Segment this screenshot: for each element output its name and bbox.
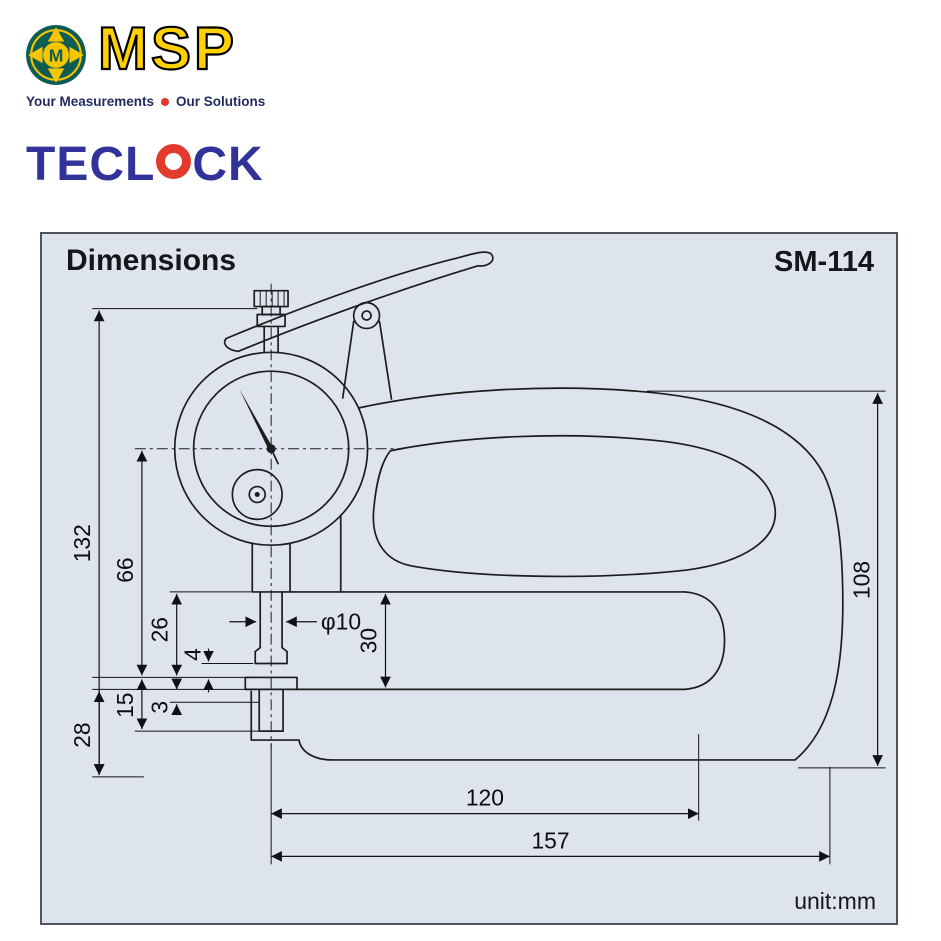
msp-tagline-right: Our Solutions <box>176 94 266 109</box>
dim-contact-diameter-label: φ10 <box>321 609 361 635</box>
model-number: SM-114 <box>774 246 874 278</box>
teclock-o-ring-icon <box>156 143 192 179</box>
dimensions-panel: 132 66 26 4 15 3 28 φ10 30 108 120 157 D… <box>40 232 898 925</box>
panel-title: Dimensions <box>66 244 237 277</box>
dim-stroke-gap-label: 4 <box>180 648 206 661</box>
msp-tagline-left: Your Measurements <box>26 94 155 109</box>
extension-lines <box>92 308 886 865</box>
msp-target-icon: M <box>26 25 86 85</box>
dim-throat-depth-label: 120 <box>466 785 504 811</box>
unit-label: unit:mm <box>794 888 876 914</box>
msp-wordmark: MSP <box>97 14 238 83</box>
msp-logo: M MSP Your Measurements Our Solutions <box>22 14 292 115</box>
dim-center-to-anvil-label: 66 <box>112 557 138 582</box>
dim-anvil-height-label: 15 <box>112 693 138 718</box>
dim-frame-height-label: 108 <box>849 561 875 599</box>
tagline-separator-dot <box>161 97 170 106</box>
dim-base-to-bottom-label: 28 <box>69 722 95 747</box>
teclock-word-end: CK <box>192 137 264 191</box>
teclock-logo: TECL CK <box>26 137 264 191</box>
technical-drawing: 132 66 26 4 15 3 28 φ10 30 108 120 157 <box>69 251 886 865</box>
dim-throat-opening-label: 30 <box>356 628 382 653</box>
teclock-word-start: TECL <box>26 137 156 191</box>
dim-upper-face-to-anvil-label: 26 <box>147 617 173 642</box>
msp-monogram: M <box>49 46 64 66</box>
dimension-labels: 132 66 26 4 15 3 28 φ10 30 108 120 157 <box>69 524 874 853</box>
dim-overall-length-label: 157 <box>531 827 569 853</box>
dimension-lines <box>93 310 883 862</box>
dim-plate-thickness-label: 3 <box>147 701 173 714</box>
msp-tagline: Your Measurements Our Solutions <box>26 94 265 109</box>
dim-overall-height-label: 132 <box>69 524 95 562</box>
gauge-outline <box>173 251 844 761</box>
